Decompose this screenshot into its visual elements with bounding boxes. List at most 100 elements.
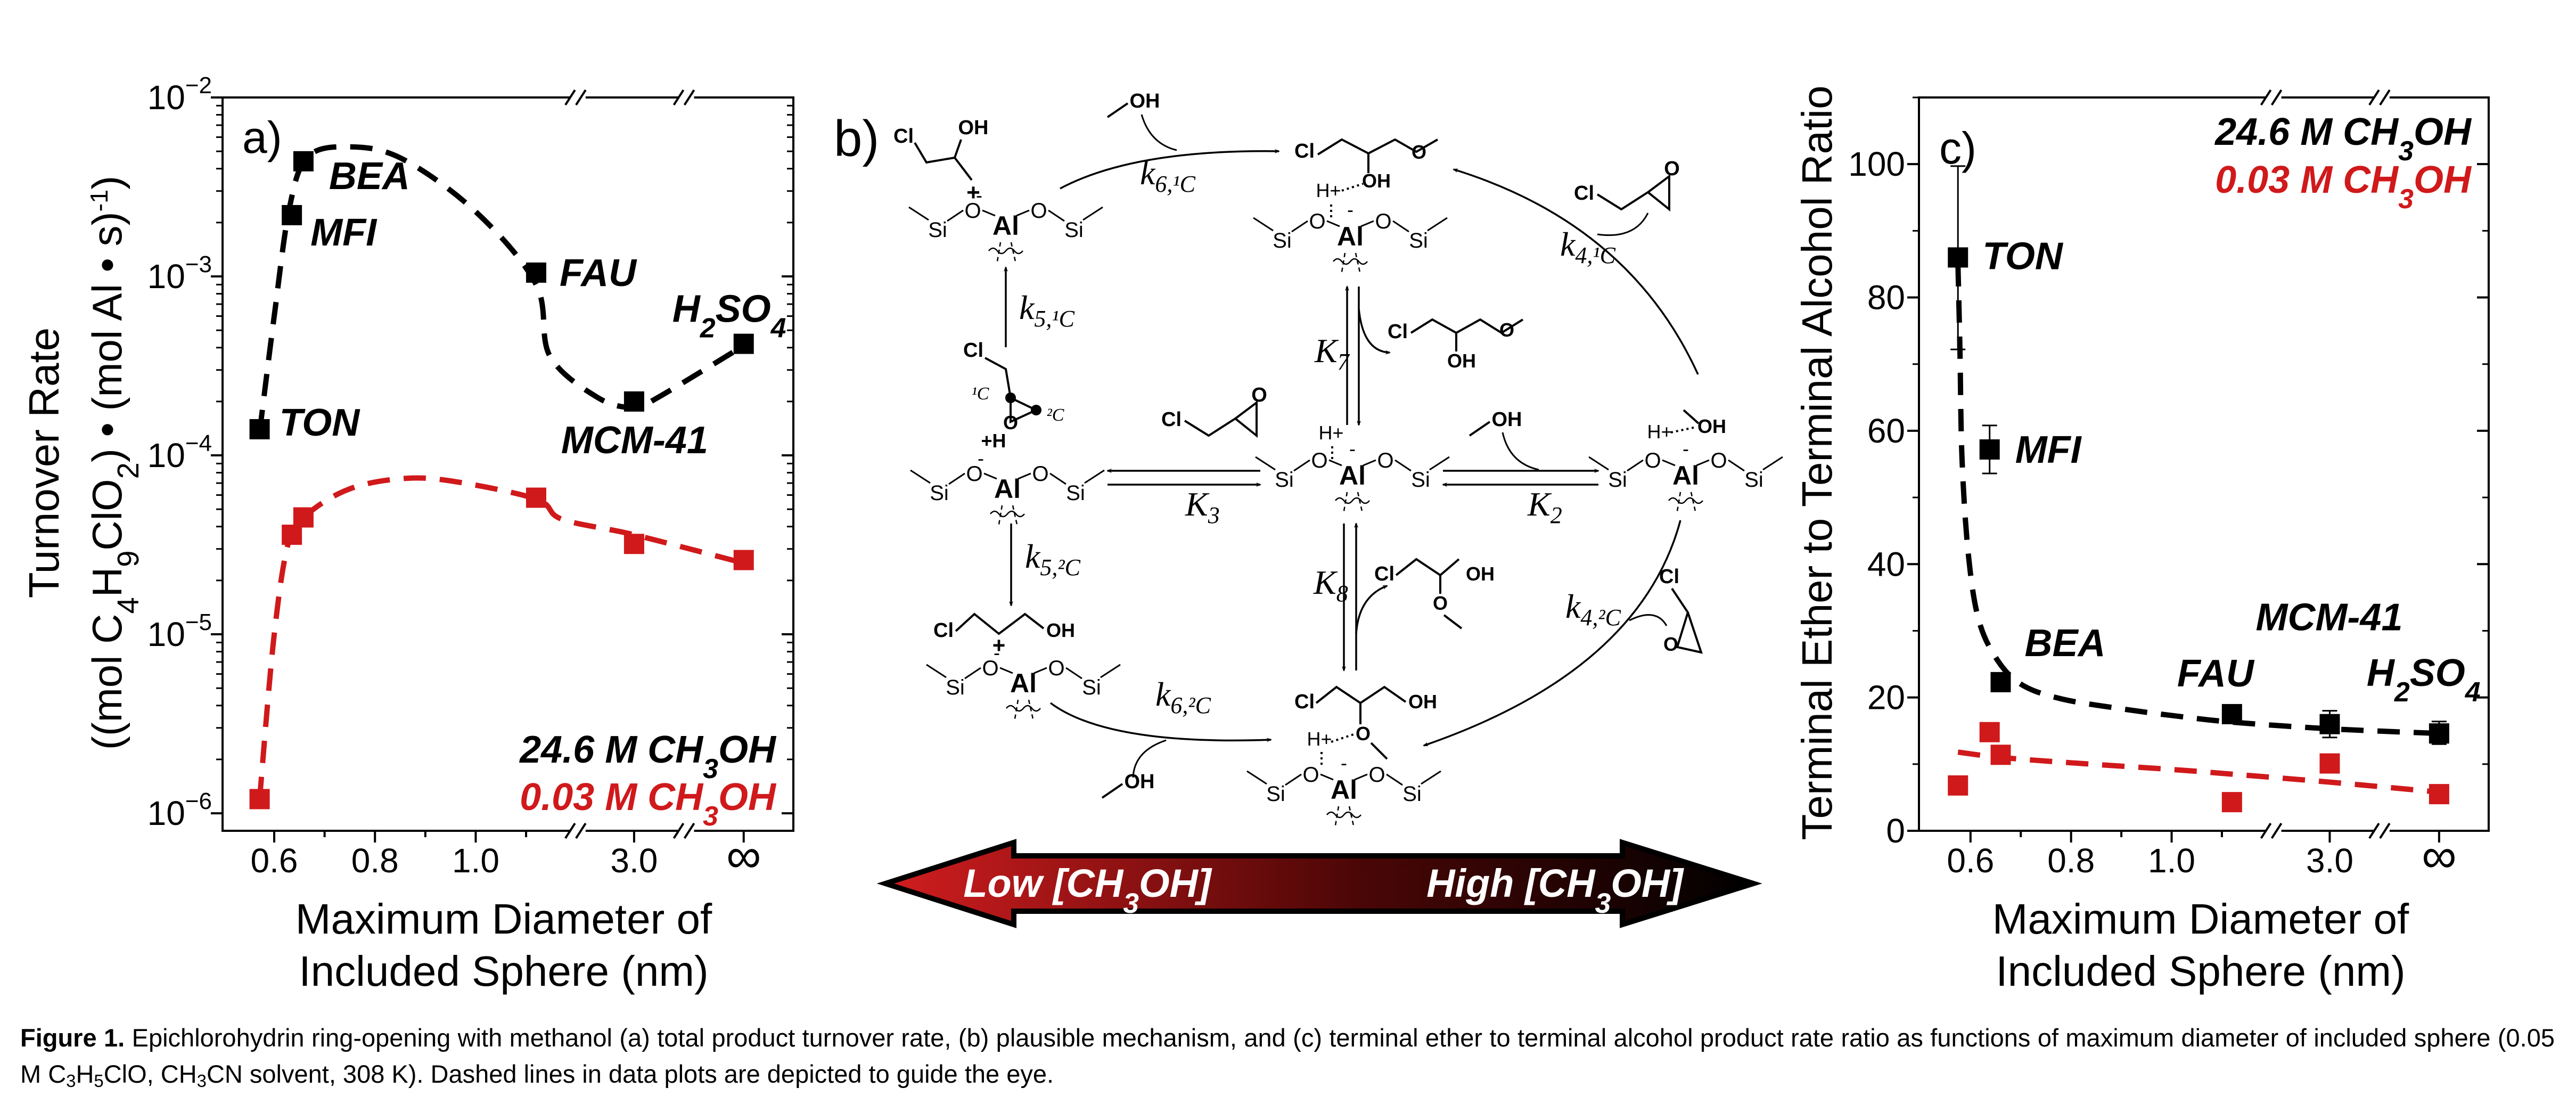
atom-o: O [1710, 449, 1727, 472]
molecule-bond [1443, 614, 1463, 629]
rate-constant-k6_1c: k6,¹C [1140, 154, 1196, 197]
line [999, 667, 1013, 674]
point-label-h2so4: H2SO4 [672, 288, 786, 344]
line [1326, 220, 1340, 227]
atom-minus: - [976, 184, 982, 206]
axis-break-mark [2368, 822, 2380, 839]
methanol-oh: OH [1130, 90, 1160, 112]
axis-break-mark [672, 822, 685, 839]
atom-al: Al [1337, 222, 1364, 251]
line [1429, 456, 1450, 471]
atom-si: Si [1266, 782, 1285, 806]
atom-si: Si [946, 676, 965, 699]
line [1728, 459, 1745, 472]
atom-h_plus: H+ [1647, 421, 1672, 443]
x-tick-label: 0.8 [2047, 841, 2095, 880]
atom-o: O [1644, 449, 1661, 472]
line [1048, 209, 1065, 222]
atom-o: O [1030, 199, 1047, 223]
panel-label: b) [834, 110, 879, 167]
atom-c1: ¹C [972, 384, 989, 404]
framework-bond [1348, 806, 1355, 826]
atom-si: Si [930, 481, 949, 505]
data-point-ton-low [1948, 775, 1968, 796]
data-point-ton-high [249, 419, 270, 439]
framework-bond [1357, 492, 1363, 512]
atom-h_plus: H+ [1316, 179, 1341, 201]
molecule-bond [954, 139, 962, 158]
line [1016, 209, 1030, 217]
framework-bond [1012, 505, 1018, 525]
data-point-bea-high [293, 151, 314, 171]
epoxide-attack [1629, 614, 1668, 626]
y-tick-label: 20 [1867, 678, 1905, 717]
x-axis-title: Included Sphere (nm) [1996, 947, 2405, 995]
legend-entry: 24.6 M CH3OH [2214, 111, 2472, 166]
point-label-ton: TON [1982, 235, 2064, 277]
point-label-ton: TON [280, 402, 361, 444]
line [1084, 469, 1105, 484]
line [1360, 220, 1374, 227]
y-axis-title: Terminal Ether to Terminal Alcohol Ratio [1793, 86, 1841, 840]
axis-break-mark [2260, 89, 2272, 106]
rate-constant-k2: K2 [1527, 485, 1562, 528]
atom-oh: OH [1697, 415, 1726, 437]
data-point-ton-low [249, 789, 270, 809]
data-point-h2so4-high [733, 333, 754, 354]
arrow-ether-release [1358, 308, 1391, 355]
y-tick-label: 10−4 [147, 430, 212, 475]
line [1427, 217, 1448, 232]
axis-break-mark [2379, 89, 2391, 106]
atom-si: Si [928, 218, 947, 242]
atom-cl: Cl [1388, 321, 1408, 343]
line [1386, 773, 1403, 786]
line [1392, 220, 1409, 233]
h-bond [1331, 733, 1356, 743]
line [1100, 664, 1121, 678]
atom-si: Si [1064, 218, 1084, 242]
atom-cl: Cl [963, 339, 983, 362]
framework-bond-wavy [1335, 497, 1370, 504]
line [964, 667, 981, 680]
x-axis-title: Included Sphere (nm) [299, 947, 708, 995]
epichlorohydrin-o: O [1664, 158, 1680, 180]
h-bond [1670, 426, 1696, 434]
framework-bond [996, 242, 1002, 262]
axis-break-mark [564, 89, 576, 106]
atom-o: O [1309, 210, 1325, 233]
data-point-fau-low [2221, 792, 2242, 813]
atom-si: Si [1082, 676, 1101, 699]
legend-entry: 0.03 M CH3OH [520, 776, 777, 831]
framework-bond-wavy [1333, 258, 1368, 265]
atom-cl: Cl [1294, 691, 1315, 713]
data-point-mcm-41-high [2319, 714, 2340, 734]
molecule-bond [1315, 685, 1407, 705]
arrow-k6-2c [1049, 702, 1272, 742]
rate-constant-k5_1c: k5,¹C [1019, 289, 1075, 332]
axis-break-mark [2270, 822, 2283, 839]
legend-entry: 24.6 M CH3OH [519, 729, 777, 784]
legend-entry: 0.03 M CH3OH [2215, 159, 2472, 214]
atom-si: Si [1273, 229, 1292, 252]
line [1291, 220, 1308, 233]
plot-frame [1918, 96, 2490, 832]
atom-si: Si [1744, 468, 1763, 492]
guide-curve-low-methanol [257, 475, 744, 799]
atom-o: O [1412, 141, 1426, 163]
atom-minus: - [1349, 438, 1356, 460]
atom-si: Si [1608, 468, 1627, 492]
atom-minus: - [1683, 438, 1689, 460]
point-label-fau: FAU [560, 252, 637, 295]
data-point-bea-high [1990, 672, 2011, 692]
atom-minus: - [994, 642, 1000, 664]
atom-o: O [966, 462, 982, 486]
methanol-bond [1683, 409, 1700, 424]
atom-al: Al [1010, 668, 1037, 698]
y-tick-label: 80 [1867, 279, 1905, 317]
y-axis-title: Turnover Rate [20, 328, 68, 598]
caption-text: Epichlorohydrin ring-opening with methan… [20, 1024, 2555, 1091]
y-tick-label: 40 [1867, 545, 1905, 583]
line [982, 209, 996, 217]
atom-o: O [1377, 449, 1393, 472]
